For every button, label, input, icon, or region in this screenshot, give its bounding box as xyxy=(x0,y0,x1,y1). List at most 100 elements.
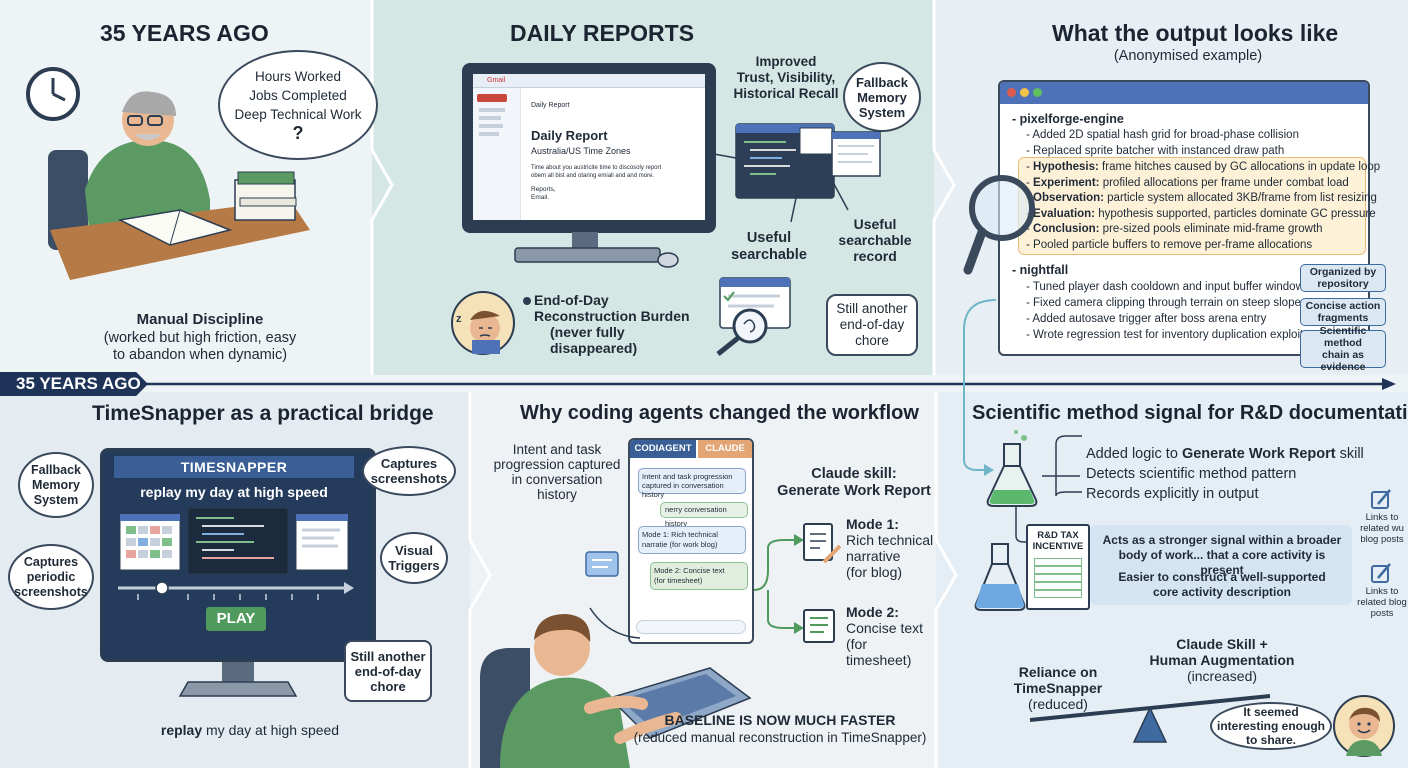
project-name: - pixelforge-engine xyxy=(1012,112,1124,126)
screenshot-thumbnails xyxy=(118,507,354,600)
daily-report-monitor: Gmail Daily Report Daily Report Australi… xyxy=(462,63,716,233)
benefit-line: Improved xyxy=(755,54,817,69)
flask-icon xyxy=(986,430,1038,507)
periodic-line: periodic xyxy=(26,569,76,584)
benefit-line: Historical Recall xyxy=(733,86,839,101)
baseline-faster: BASELINE IS NOW MUCH FASTER xyxy=(664,712,896,728)
output-line: - Added 2D spatial hash grid for broad-p… xyxy=(1026,129,1299,141)
title-daily-reports: DAILY REPORTS xyxy=(510,20,695,46)
useful-line: record xyxy=(853,248,897,264)
timesnapper-app-name: TIMESNAPPER xyxy=(114,456,354,478)
visual-line: Triggers xyxy=(388,558,440,573)
method-line: - Evaluation: hypothesis supported, part… xyxy=(1026,207,1376,223)
tag-line: Concise action xyxy=(1305,300,1381,312)
chore-line: chore xyxy=(855,333,889,348)
play-button[interactable]: PLAY xyxy=(206,607,266,631)
subtitle-anonymised: (Anonymised example) xyxy=(1113,48,1263,64)
links-note-2: Links to related blog posts xyxy=(1356,586,1408,619)
mode2-line: (for timesheet) xyxy=(846,636,912,668)
title-scientific-method: Scientific method signal for R&D documen… xyxy=(972,402,1408,424)
fallback-line: System xyxy=(33,492,79,507)
baseline-subtext: (reduced manual reconstruction in TimeSn… xyxy=(633,730,927,745)
reliance-line: (reduced) xyxy=(1028,696,1088,712)
skill-logic-list: Added logic to Generate Work Report skil… xyxy=(1086,444,1386,504)
skill-logic-line: Added logic to Generate Work Report skil… xyxy=(1086,444,1386,464)
quote-line: It seemed xyxy=(1243,705,1299,719)
caption-manual-detail: (worked but high friction, easy to aband… xyxy=(70,330,330,364)
tag-line: evidence xyxy=(1320,361,1366,373)
window-minimize-icon[interactable] xyxy=(1020,88,1029,97)
skill-logic-line: Detects scientific method pattern xyxy=(1086,466,1297,482)
line1-bold: Generate Work Report xyxy=(1181,446,1336,462)
caption-line: (worked but high friction, easy xyxy=(103,330,297,346)
benefit-line: Trust, Visibility, xyxy=(736,70,836,85)
burden-line: End-of-Day xyxy=(534,292,609,308)
useful-line: searchable xyxy=(838,232,912,248)
chat-line: Mode 1: Rich technical xyxy=(642,530,718,539)
intent-line: progression captured xyxy=(493,457,621,472)
thought-question: ? xyxy=(292,123,304,143)
mail-sign-line: Reports, xyxy=(531,186,556,193)
fallback-line: Fallback xyxy=(30,462,82,477)
chat-line: Intent and task progression xyxy=(642,472,733,481)
tag-line: Scientific method xyxy=(1319,325,1367,349)
easier-text: Easier to construct a well-supported cor… xyxy=(1098,570,1346,600)
links-note-1: Links to related wu blog posts xyxy=(1356,512,1408,545)
edit-link-icon[interactable] xyxy=(1370,488,1394,512)
man-at-desk-illustration xyxy=(48,91,310,280)
window-maximize-icon[interactable] xyxy=(1033,88,1042,97)
quote-line: to share. xyxy=(1245,733,1296,747)
method-value: profiled allocations per frame under com… xyxy=(1099,176,1349,189)
window-close-icon[interactable] xyxy=(1007,88,1016,97)
augment-line: Claude Skill + xyxy=(1176,636,1268,652)
tag-line: fragments xyxy=(1317,312,1369,324)
link-line: blog posts xyxy=(1360,534,1404,545)
mail-signature: Reports, Email. xyxy=(531,186,556,202)
skill-logic-line: Records explicitly in output xyxy=(1086,486,1259,502)
chat-window: CODIAGENT CLAUDE Intent and task progres… xyxy=(628,438,754,644)
reliance-line: TimeSnapper xyxy=(1013,680,1103,696)
method-line: - Observation: particle system allocated… xyxy=(1026,191,1377,207)
method-key: Experiment: xyxy=(1033,176,1100,189)
skill-augmentation-label: Claude Skill + Human Augmentation (incre… xyxy=(1140,636,1304,684)
tab-codiagent[interactable]: CODIAGENT xyxy=(630,440,696,458)
skill-line: Claude skill: xyxy=(811,466,897,482)
link-line: Links to xyxy=(1365,512,1399,523)
method-key: Hypothesis: xyxy=(1033,161,1099,173)
method-value: pre-sized pools eliminate mid-frame grow… xyxy=(1099,223,1323,235)
thought-line: Hours Worked xyxy=(254,69,341,84)
output-line: - Tuned player dash cooldown and input b… xyxy=(1026,281,1304,293)
quote-bubble: It seemed interesting enough to share. xyxy=(1210,702,1332,750)
tab-claude[interactable]: CLAUDE xyxy=(698,440,752,458)
edit-link-icon[interactable] xyxy=(1370,562,1394,586)
augment-line: Human Augmentation xyxy=(1149,652,1295,668)
method-line: - Conclusion: pre-sized pools eliminate … xyxy=(1026,223,1323,235)
burden-line: disappeared) xyxy=(550,340,638,356)
rd-tax-label: R&D TAX INCENTIVE xyxy=(1028,530,1088,552)
claude-skill-label: Claude skill: Generate Work Report xyxy=(774,466,934,500)
mode1-line: Rich technical xyxy=(846,532,934,548)
thought-line: Deep Technical Work xyxy=(234,107,362,122)
thought-line: Jobs Completed xyxy=(249,88,347,103)
burden-line: Reconstruction Burden xyxy=(534,308,690,324)
captures-line: Captures xyxy=(380,456,438,471)
chore-line: Still another xyxy=(836,301,908,316)
timeline-label: 35 YEARS AGO xyxy=(0,372,148,396)
mail-subject: Daily Report xyxy=(531,102,570,109)
chat-input[interactable] xyxy=(636,620,746,634)
easier-line: core activity description xyxy=(1152,585,1292,599)
title-35-years-ago: 35 YEARS AGO xyxy=(100,20,269,46)
link-line: related blog xyxy=(1357,597,1407,608)
method-value: frame hitches caused by GC allocations i… xyxy=(1098,161,1381,173)
link-line: posts xyxy=(1370,608,1394,619)
skill-line: Generate Work Report xyxy=(777,483,931,499)
method-key: Conclusion: xyxy=(1033,223,1100,235)
method-value: particle system allocated 3KB/frame from… xyxy=(1103,192,1377,204)
